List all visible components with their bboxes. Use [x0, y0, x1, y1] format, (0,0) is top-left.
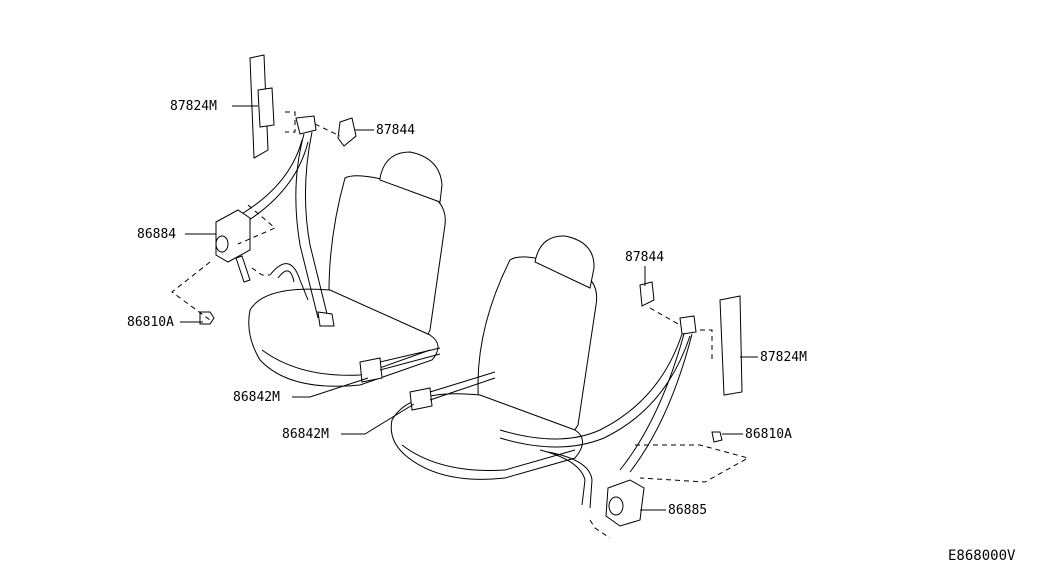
part-label-87824m-left: 87824M	[170, 99, 217, 114]
part-label-87824m-right: 87824M	[760, 350, 807, 365]
passenger-belt-assembly	[409, 281, 750, 539]
part-label-86842m-driver: 86842M	[233, 390, 280, 405]
part-label-86885: 86885	[668, 503, 707, 518]
part-label-86842m-passenger: 86842M	[282, 427, 329, 442]
part-label-87844-left: 87844	[376, 123, 415, 138]
part-label-86810a-right: 86810A	[745, 427, 792, 442]
passenger-seat	[390, 235, 598, 480]
leader-lines	[180, 105, 758, 511]
driver-belt-assembly	[171, 54, 441, 383]
figure-code: E868000V	[948, 548, 1016, 564]
part-label-86810a-left: 86810A	[127, 315, 174, 330]
driver-seat	[248, 151, 446, 387]
part-label-87844-right: 87844	[625, 250, 664, 265]
part-label-86884: 86884	[137, 227, 176, 242]
